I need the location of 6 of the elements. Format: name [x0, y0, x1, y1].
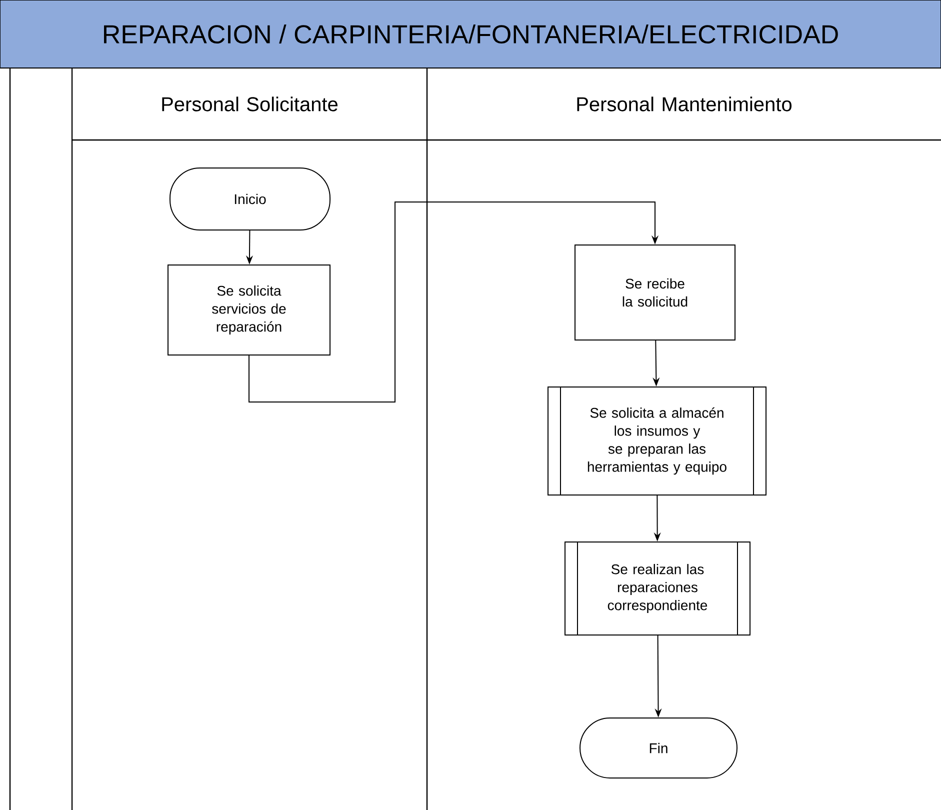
predefined-process-box: Se solicita a almacén los insumos y se preparan las herramientas y equipo: [548, 386, 766, 496]
predefined-process-box: Se realizan las reparaciones correspondiente: [564, 541, 750, 636]
process-box: Se solicita servicios de reparación: [168, 264, 330, 356]
arrow: [248, 202, 659, 402]
process-box: Se recibe la solicitud: [574, 244, 736, 340]
title-band: REPARACION / CARPINTERIA/FONTANERIA/ELECTRICIDAD: [0, 0, 941, 68]
